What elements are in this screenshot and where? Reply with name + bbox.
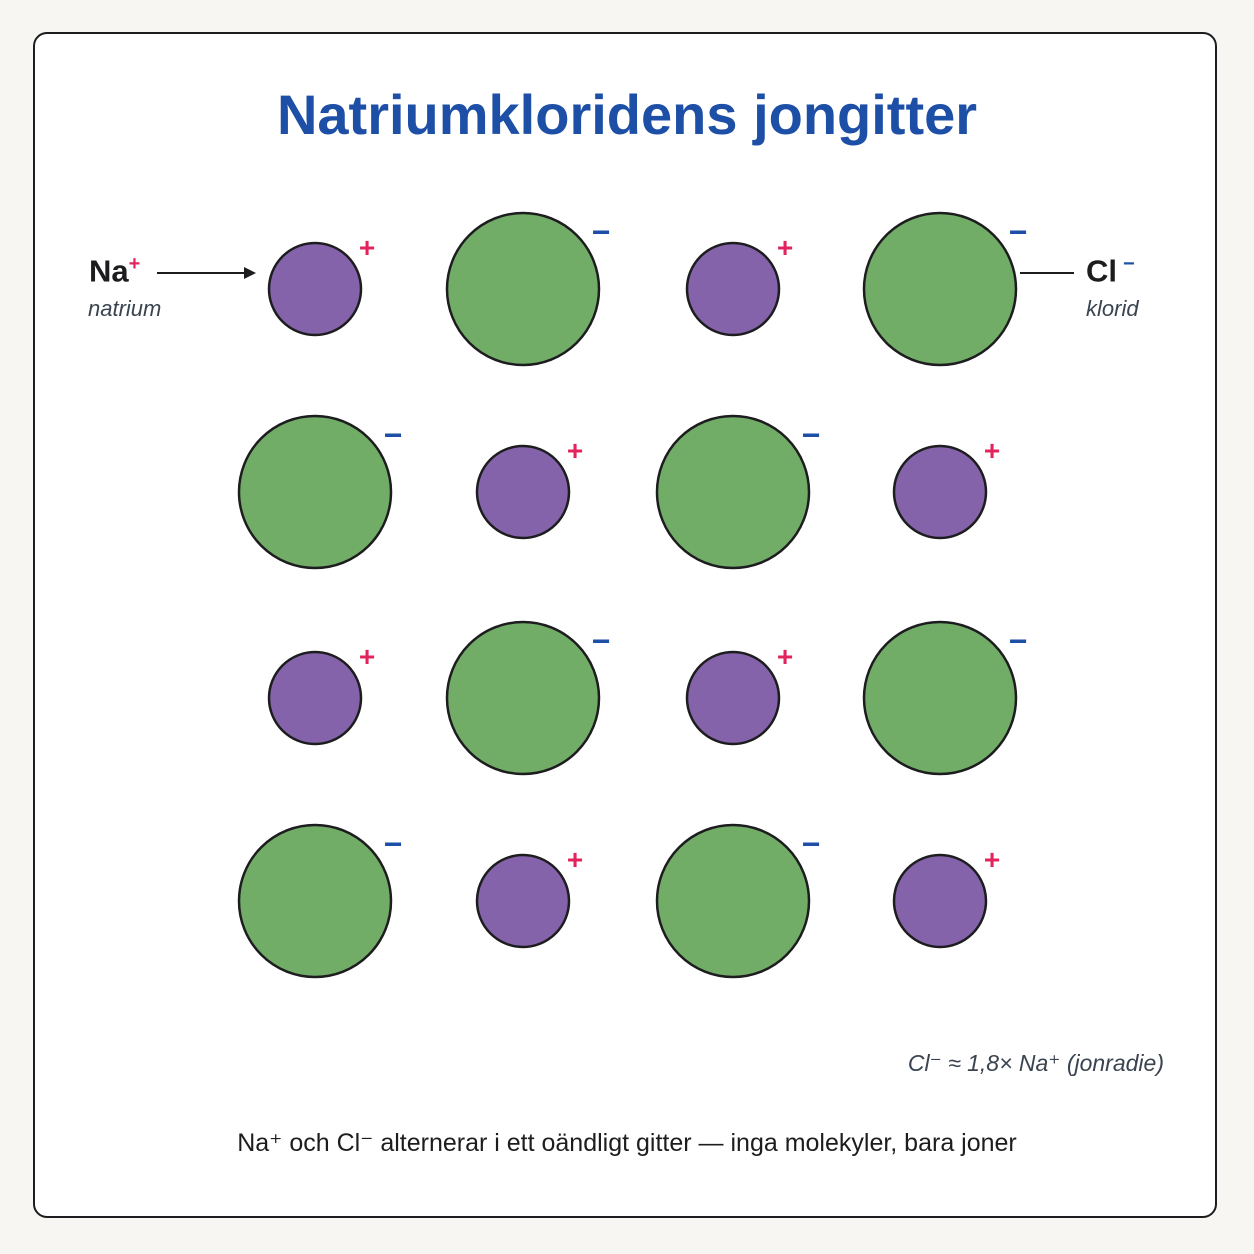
negative-charge-label: −	[384, 417, 403, 453]
na-ion-r4-c4: +	[892, 844, 1000, 949]
chloride-ion-circle	[655, 823, 811, 979]
cl-ion-r1-c2: −	[445, 211, 611, 367]
sodium-ion-circle	[267, 241, 363, 337]
cl-name: klorid	[1086, 296, 1139, 321]
na-ion-r4-c2: +	[475, 844, 583, 949]
na-ion-r3-c1: +	[267, 641, 375, 746]
sodium-ion-circle	[475, 853, 571, 949]
negative-charge-label: −	[1009, 623, 1028, 659]
cl-ion-r3-c4: −	[862, 620, 1028, 776]
negative-charge-label: −	[802, 826, 821, 862]
positive-charge-label: +	[359, 641, 375, 672]
na-ion-r2-c2: +	[475, 435, 583, 540]
page-title: Natriumkloridens jongitter	[276, 83, 978, 146]
cl-charge: −	[1123, 253, 1135, 275]
na-charge: +	[128, 253, 141, 275]
positive-charge-label: +	[567, 844, 583, 875]
sodium-ion-circle	[892, 853, 988, 949]
cl-ion-r1-c4: −	[862, 211, 1028, 367]
negative-charge-label: −	[384, 826, 403, 862]
negative-charge-label: −	[1009, 214, 1028, 250]
cl-legend-label: Cl−	[1086, 253, 1135, 289]
chloride-ion-circle	[655, 414, 811, 570]
na-ion-r1-c3: +	[685, 232, 793, 337]
positive-charge-label: +	[984, 844, 1000, 875]
na-legend-label: Na+	[89, 253, 140, 289]
chloride-ion-circle	[237, 414, 393, 570]
na-legend-arrowhead	[244, 267, 256, 279]
positive-charge-label: +	[359, 232, 375, 263]
chloride-ion-circle	[237, 823, 393, 979]
na-ion-r3-c3: +	[685, 641, 793, 746]
diagram-card	[33, 32, 1217, 1218]
sodium-ion-circle	[685, 650, 781, 746]
ion-layer: + − + − − + − + + − + − − + − +	[237, 211, 1028, 979]
cl-ion-r4-c1: −	[237, 823, 403, 979]
positive-charge-label: +	[777, 641, 793, 672]
cl-ion-r4-c3: −	[655, 823, 821, 979]
na-name: natrium	[88, 296, 162, 321]
radius-note: Cl⁻ ≈ 1,8× Na⁺ (jonradie)	[907, 1050, 1164, 1076]
cl-symbol: Cl	[1086, 253, 1117, 289]
na-ion-r1-c1: +	[267, 232, 375, 337]
sodium-ion-circle	[267, 650, 363, 746]
negative-charge-label: −	[802, 417, 821, 453]
chloride-ion-circle	[445, 211, 601, 367]
negative-charge-label: −	[592, 623, 611, 659]
sodium-ion-circle	[892, 444, 988, 540]
chloride-ion-circle	[862, 211, 1018, 367]
negative-charge-label: −	[592, 214, 611, 250]
sodium-ion-circle	[685, 241, 781, 337]
chloride-ion-circle	[445, 620, 601, 776]
caption: Na⁺ och Cl⁻ alternerar i ett oändligt gi…	[237, 1129, 1017, 1157]
chloride-ion-circle	[862, 620, 1018, 776]
na-symbol: Na	[89, 253, 129, 289]
cl-ion-r3-c2: −	[445, 620, 611, 776]
positive-charge-label: +	[777, 232, 793, 263]
cl-ion-r2-c3: −	[655, 414, 821, 570]
sodium-ion-circle	[475, 444, 571, 540]
na-ion-r2-c4: +	[892, 435, 1000, 540]
positive-charge-label: +	[984, 435, 1000, 466]
cl-ion-r2-c1: −	[237, 414, 403, 570]
positive-charge-label: +	[567, 435, 583, 466]
